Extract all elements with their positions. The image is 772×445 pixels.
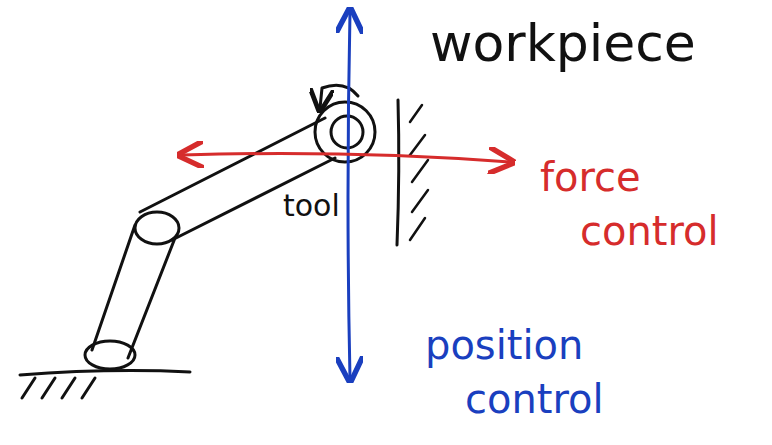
workpiece-label: workpiece — [430, 8, 760, 78]
workpiece-surface — [397, 100, 399, 245]
ground-line — [20, 371, 190, 375]
ground-hatching — [22, 378, 95, 398]
position-label: position control — [425, 318, 665, 426]
force-label: force control — [540, 150, 765, 258]
position-arrow — [348, 12, 350, 378]
rotation-arrow — [320, 85, 358, 108]
force-arrow — [182, 154, 510, 162]
tool-label: tool — [283, 186, 345, 227]
workpiece-hatching — [410, 105, 428, 240]
